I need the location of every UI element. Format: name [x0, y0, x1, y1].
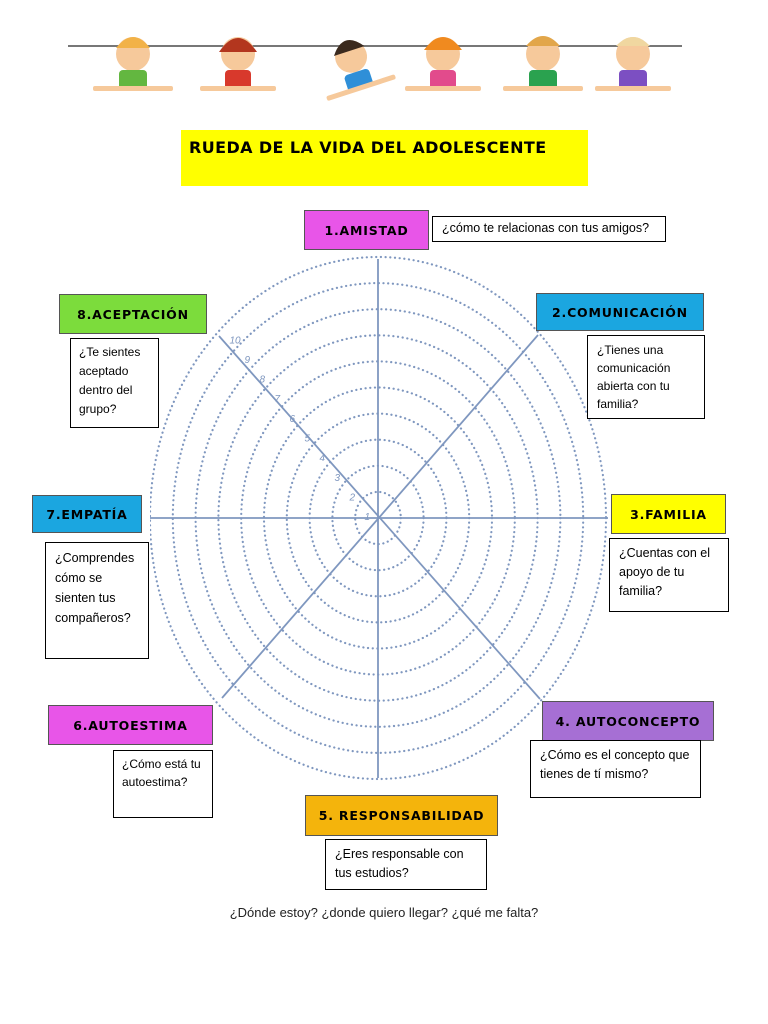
category-aceptacion: 8.ACEPTACIÓN	[59, 294, 207, 334]
question-empatia: ¿Comprendes cómo se sienten tus compañer…	[45, 542, 149, 659]
scale-label: 8	[259, 375, 265, 386]
child-figure	[503, 36, 583, 91]
scale-label: 1	[364, 512, 370, 523]
category-autoconcepto: 4. AUTOCONCEPTO	[542, 701, 714, 741]
scale-label: 4	[319, 453, 325, 464]
category-empatia: 7.EMPATÍA	[32, 495, 142, 533]
child-figure	[200, 37, 276, 91]
scale-label: 5	[304, 434, 310, 445]
scale-label: 7	[274, 394, 280, 405]
child-figure	[405, 37, 481, 91]
child-figure	[595, 37, 671, 91]
scale-label: 9	[244, 355, 250, 366]
question-comunicacion: ¿Tienes una comunicación abierta con tu …	[587, 335, 705, 419]
question-autoestima: ¿Cómo está tu autoestima?	[113, 750, 213, 818]
scale-label: 2	[348, 493, 355, 504]
category-comunicacion: 2.COMUNICACIÓN	[536, 293, 704, 331]
children-illustration	[93, 36, 671, 101]
child-figure	[93, 37, 173, 91]
category-responsabilidad: 5. RESPONSABILIDAD	[305, 795, 498, 836]
page-title: RUEDA DE LA VIDA DEL ADOLESCENTE	[181, 130, 588, 186]
scale-label: 6	[289, 414, 295, 425]
wheel-spoke	[221, 334, 539, 699]
scale-label: 10	[229, 335, 241, 346]
question-aceptacion: ¿Te sientes aceptado dentro del grupo?	[70, 338, 159, 428]
scale-label: 3	[334, 473, 340, 484]
question-amistad: ¿cómo te relacionas con tus amigos?	[432, 216, 666, 242]
child-figure	[326, 39, 396, 101]
category-familia: 3.FAMILIA	[611, 494, 726, 534]
category-autoestima: 6.AUTOESTIMA	[48, 705, 213, 745]
question-responsabilidad: ¿Eres responsable con tus estudios?	[325, 839, 487, 890]
question-familia: ¿Cuentas con el apoyo de tu familia?	[609, 538, 729, 612]
category-amistad: 1.AMISTAD	[304, 210, 429, 250]
header-divider-line	[68, 45, 682, 47]
question-autoconcepto: ¿Cómo es el concepto que tienes de tí mi…	[530, 740, 701, 798]
footer-questions: ¿Dónde estoy? ¿donde quiero llegar? ¿qué…	[229, 905, 539, 920]
